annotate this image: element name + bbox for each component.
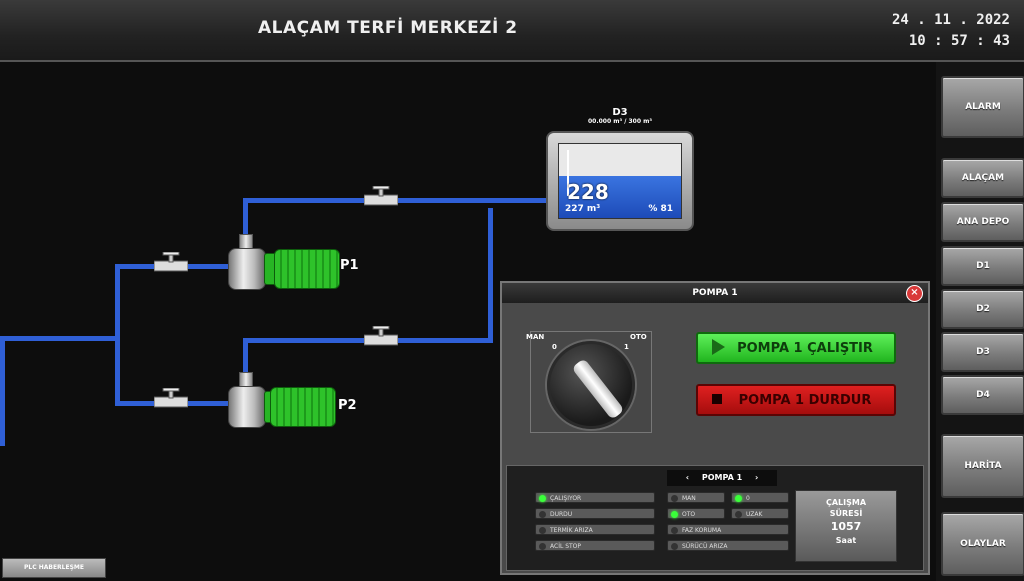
- chevron-left-icon: ‹: [685, 473, 690, 482]
- mode-selector-dial[interactable]: [547, 341, 635, 429]
- start-button-label: POMPA 1 ÇALIŞTIR: [737, 340, 873, 356]
- datetime: 24 . 11 . 2022 10 : 57 : 43: [892, 10, 1010, 52]
- led-icon: [671, 495, 678, 502]
- tank-capacity: 00.000 m³ / 300 m³: [588, 118, 652, 125]
- led-icon: [539, 527, 546, 534]
- nav-d1-button[interactable]: D1: [941, 246, 1024, 286]
- indicator-calisiyor: ÇALIŞIYOR: [535, 492, 655, 503]
- led-icon: [735, 495, 742, 502]
- pipe-inlet-vertical: [0, 336, 5, 446]
- pump1-stop-button[interactable]: POMPA 1 DURDUR: [696, 384, 896, 416]
- tank-title: D3 00.000 m³ / 300 m³: [546, 108, 694, 126]
- plc-comm-status[interactable]: PLC HABERLEŞME: [2, 558, 106, 578]
- runtime-unit: Saat: [835, 536, 857, 545]
- pump-status-panel: ‹ POMPA 1 › ÇALIŞIYOR DURDU TERMİK ARIZA…: [506, 465, 924, 571]
- pipe-inlet-horizontal: [0, 336, 120, 341]
- pump1-label: P1: [340, 258, 359, 273]
- dialog-titlebar: POMPA 1: [502, 283, 928, 303]
- pipe-p2-rise-to-tank: [488, 208, 493, 343]
- indicator-termik-ariza: TERMİK ARIZA: [535, 524, 655, 535]
- nav-harita-button[interactable]: HARİTA: [941, 434, 1024, 498]
- pump1-icon[interactable]: [228, 248, 266, 290]
- led-icon: [539, 543, 546, 550]
- tank-gauge-line: [567, 150, 569, 196]
- nav-d2-button[interactable]: D2: [941, 289, 1024, 329]
- tank-d3[interactable]: 228 227 m³ % 81: [546, 131, 694, 231]
- motor1-icon[interactable]: [274, 249, 340, 289]
- tank-volume: 227 m³: [565, 204, 601, 214]
- pipe-p2-riser: [243, 338, 248, 376]
- led-icon: [735, 511, 742, 518]
- switch-label-0: 0: [552, 343, 557, 351]
- stop-icon: [712, 394, 722, 404]
- led-icon: [539, 495, 546, 502]
- status-header: ‹ POMPA 1 ›: [667, 470, 777, 486]
- led-icon: [671, 527, 678, 534]
- stop-button-label: POMPA 1 DURDUR: [738, 392, 872, 408]
- close-icon[interactable]: ×: [906, 285, 923, 302]
- pump1-start-button[interactable]: POMPA 1 ÇALIŞTIR: [696, 332, 896, 364]
- time-display: 10 : 57 : 43: [908, 33, 1010, 49]
- date-display: 24 . 11 . 2022: [891, 12, 1010, 28]
- dialog-title: POMPA 1: [692, 288, 738, 298]
- runtime-display: ÇALIŞMA SÜRESİ 1057 Saat: [795, 490, 897, 562]
- indicator-uzak: UZAK: [731, 508, 789, 519]
- switch-label-1: 1: [624, 343, 629, 351]
- runtime-value: 1057: [830, 520, 862, 533]
- nav-d3-button[interactable]: D3: [941, 332, 1024, 372]
- play-icon: [712, 339, 725, 355]
- indicator-acil-stop: ACİL STOP: [535, 540, 655, 551]
- led-icon: [671, 511, 678, 518]
- indicator-0: 0: [731, 492, 789, 503]
- switch-label-oto: OTO: [630, 333, 647, 341]
- indicator-faz-koruma: FAZ KORUMA: [667, 524, 789, 535]
- valve-p2-discharge-icon[interactable]: [364, 326, 398, 348]
- page-title: ALAÇAM TERFİ MERKEZİ 2: [258, 18, 518, 38]
- pump2-label: P2: [338, 398, 357, 413]
- status-header-label: POMPA 1: [701, 473, 743, 482]
- switch-label-man: MAN: [526, 333, 545, 341]
- indicator-man: MAN: [667, 492, 725, 503]
- nav-alacam-button[interactable]: ALAÇAM: [941, 158, 1024, 198]
- indicator-durdu: DURDU: [535, 508, 655, 519]
- top-bar: ALAÇAM TERFİ MERKEZİ 2 24 . 11 . 2022 10…: [0, 0, 1024, 62]
- led-icon: [539, 511, 546, 518]
- tank-percent: % 81: [648, 204, 673, 214]
- pipe-manifold: [115, 264, 120, 406]
- nav-olaylar-button[interactable]: OLAYLAR: [941, 512, 1024, 576]
- valve-p2-suction-icon[interactable]: [154, 388, 188, 410]
- nav-alarm-button[interactable]: ALARM: [941, 76, 1024, 138]
- tank-window: 228 227 m³ % 81: [558, 143, 682, 219]
- pump2-icon[interactable]: [228, 386, 266, 428]
- pump1-dialog: POMPA 1 × MAN OTO 0 1 POMPA 1 ÇALIŞTIR P…: [500, 281, 930, 575]
- chevron-right-icon: ›: [754, 473, 759, 482]
- pipe-p1-riser: [243, 198, 248, 238]
- valve-p1-discharge-icon[interactable]: [364, 186, 398, 208]
- runtime-title-1: ÇALIŞMA: [825, 498, 867, 507]
- nav-d4-button[interactable]: D4: [941, 375, 1024, 415]
- tank-name: D3: [612, 107, 628, 118]
- tank-level-value: 228: [567, 180, 609, 204]
- right-nav: ALARM ALAÇAM ANA DEPO D1 D2 D3 D4 HARİTA…: [936, 62, 1024, 581]
- dial-knob[interactable]: [571, 358, 625, 420]
- tank-water-level: [559, 176, 681, 218]
- indicator-oto: OTO: [667, 508, 725, 519]
- nav-ana-depo-button[interactable]: ANA DEPO: [941, 202, 1024, 242]
- motor2-icon[interactable]: [270, 387, 336, 427]
- runtime-title-2: SÜRESİ: [829, 509, 863, 518]
- indicator-surucu-ariza: SÜRÜCÜ ARIZA: [667, 540, 789, 551]
- valve-p1-suction-icon[interactable]: [154, 252, 188, 274]
- led-icon: [671, 543, 678, 550]
